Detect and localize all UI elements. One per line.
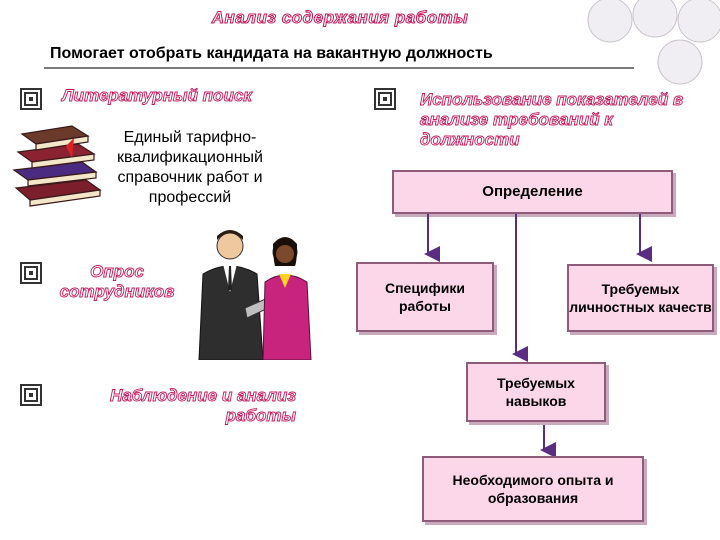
books-clipart-icon (12, 125, 102, 207)
subtitle-underline (44, 67, 634, 69)
square-spiral-bullet-icon (20, 88, 42, 110)
experience-education-box: Необходимого опыта и образования (422, 456, 644, 522)
decorative-circles-icon (587, 0, 720, 85)
literature-description: Единый тарифно-квалификационный справочн… (117, 129, 263, 206)
employee-survey-heading: Опрос сотрудников (59, 262, 175, 302)
indicators-heading: Использование показателей в анализе треб… (420, 90, 684, 150)
business-people-clipart-icon (198, 230, 312, 360)
required-skills-box: Требуемых навыков (466, 362, 606, 422)
square-spiral-bullet-icon (20, 262, 42, 284)
literature-search-heading: Литературный поиск (62, 86, 253, 106)
definition-box: Определение (392, 170, 673, 214)
page-subtitle: Помогает отобрать кандидата на вакантную… (50, 45, 493, 62)
job-specifics-box: Специфики работы (356, 262, 494, 332)
square-spiral-bullet-icon (20, 384, 42, 406)
square-spiral-bullet-icon (374, 88, 396, 110)
observation-heading: Наблюдение и анализ работы (109, 386, 297, 426)
page-title: Анализ содержания работы (211, 8, 469, 28)
personal-qualities-box: Требуемых личностных качеств (567, 264, 714, 332)
